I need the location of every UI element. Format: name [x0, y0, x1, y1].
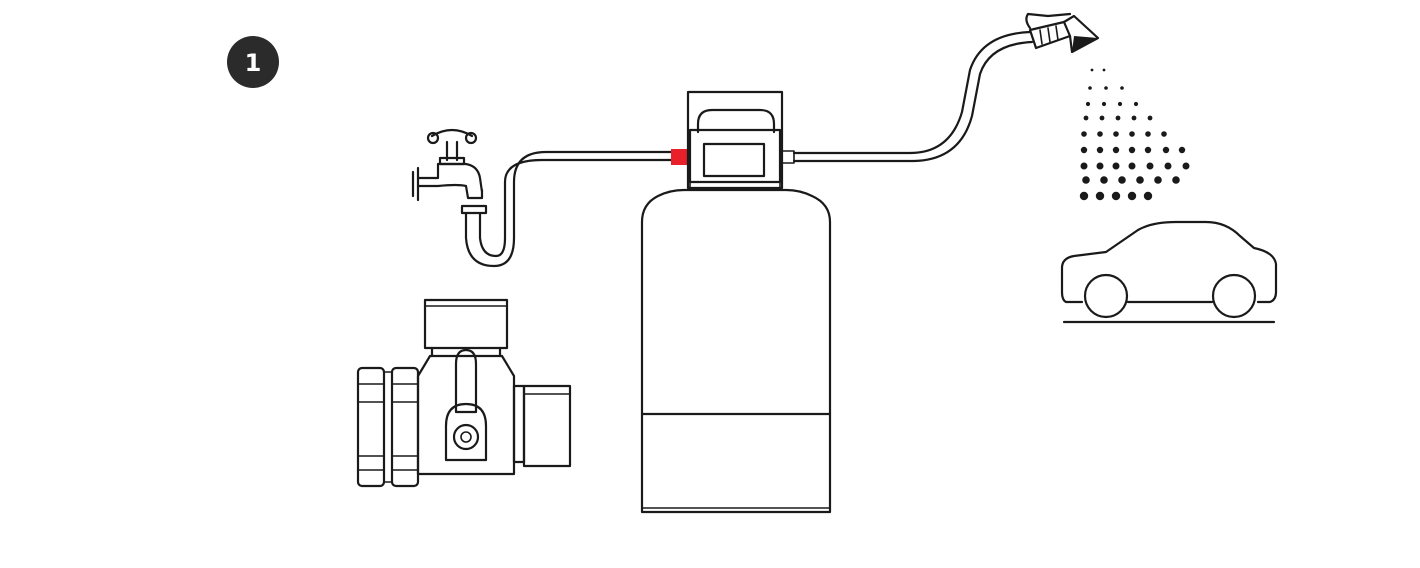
- spray-dot: [1096, 146, 1104, 154]
- water-filter-tank: [640, 188, 832, 514]
- spray-dot: [1143, 191, 1153, 201]
- ball-valve-icon: [356, 298, 572, 488]
- spray-dot: [1172, 176, 1180, 184]
- spray-dot: [1100, 176, 1108, 184]
- spray-dot: [1096, 162, 1104, 170]
- spray-dot: [1127, 191, 1137, 201]
- step-number: 1: [245, 49, 262, 77]
- outlet-connector: [781, 150, 795, 164]
- spray-dot: [1111, 191, 1121, 201]
- car-icon: [1060, 220, 1278, 324]
- spray-dot: [1080, 162, 1088, 170]
- spray-dot: [1144, 146, 1152, 154]
- spray-dot: [1128, 146, 1136, 154]
- water-spray-dots: [1079, 68, 1190, 201]
- spray-dot: [1095, 191, 1105, 201]
- spray-dot: [1102, 68, 1106, 72]
- spray-dot: [1128, 162, 1136, 170]
- inlet-hose: [464, 150, 674, 268]
- spray-dot: [1129, 131, 1135, 137]
- spray-dot: [1082, 176, 1090, 184]
- spray-dot: [1164, 162, 1172, 170]
- spray-dot: [1080, 146, 1088, 154]
- spray-dot: [1099, 115, 1105, 121]
- spray-dot: [1113, 131, 1119, 137]
- spray-gun-icon: [1025, 12, 1100, 54]
- spray-dot: [1146, 162, 1154, 170]
- inlet-connector: [671, 149, 689, 165]
- spray-dot: [1133, 101, 1139, 107]
- filter-head: [686, 90, 784, 190]
- spray-dot: [1112, 146, 1120, 154]
- water-tap-icon: [411, 128, 488, 215]
- spray-dot: [1079, 191, 1089, 201]
- spray-dot: [1097, 131, 1103, 137]
- spray-dot: [1117, 101, 1123, 107]
- spray-dot: [1115, 115, 1121, 121]
- spray-dot: [1136, 176, 1144, 184]
- spray-dot: [1112, 162, 1120, 170]
- step-badge: 1: [227, 36, 279, 88]
- spray-dot: [1131, 115, 1137, 121]
- spray-dot: [1182, 162, 1190, 170]
- spray-dot: [1083, 115, 1089, 121]
- spray-dot: [1162, 146, 1170, 154]
- spray-dot: [1147, 115, 1153, 121]
- spray-dot: [1154, 176, 1162, 184]
- spray-dot: [1085, 101, 1091, 107]
- spray-dot: [1145, 131, 1151, 137]
- spray-dot: [1161, 131, 1167, 137]
- spray-dot: [1101, 101, 1107, 107]
- spray-dot: [1178, 146, 1186, 154]
- spray-dot: [1090, 68, 1094, 72]
- spray-dot: [1088, 86, 1092, 90]
- spray-dot: [1118, 176, 1126, 184]
- spray-dot: [1081, 131, 1087, 137]
- outlet-hose: [792, 30, 1034, 163]
- spray-dot: [1104, 86, 1108, 90]
- spray-dot: [1120, 86, 1124, 90]
